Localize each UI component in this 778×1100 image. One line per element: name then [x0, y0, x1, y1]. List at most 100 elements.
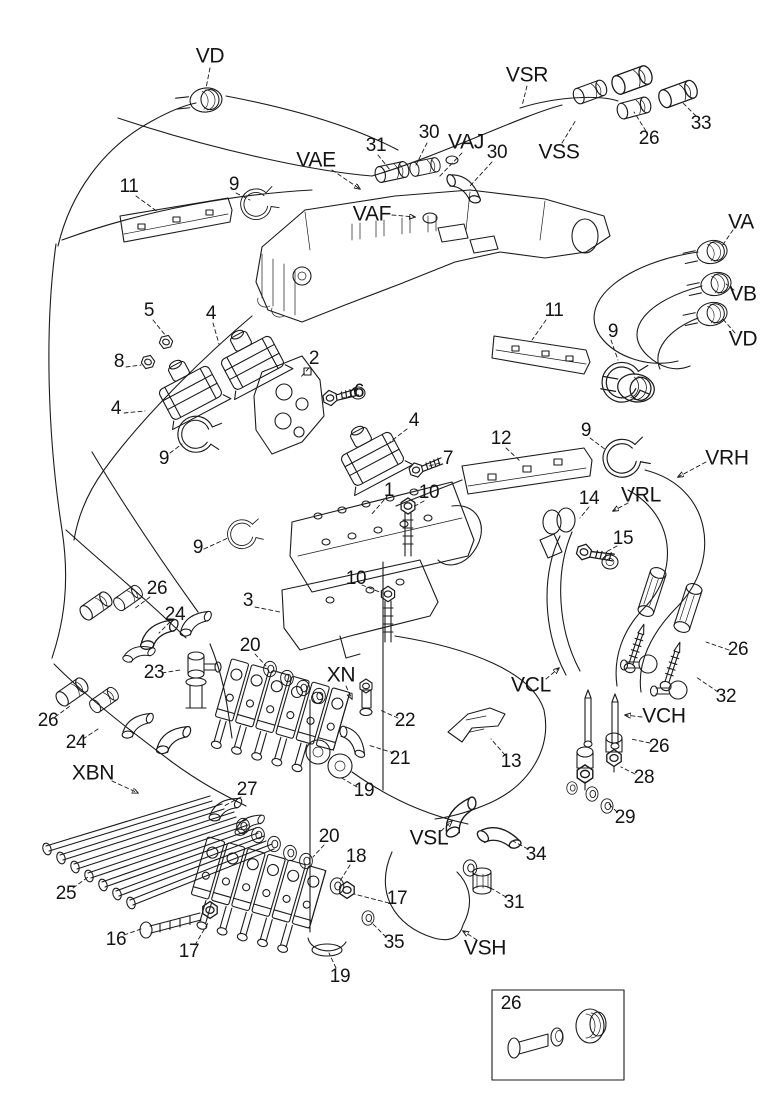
vae-vaj-fittings	[373, 155, 482, 207]
part-label-9: 9	[229, 174, 239, 195]
part-label-17: 17	[387, 888, 408, 909]
part-label-28: 28	[634, 767, 655, 788]
bracket-11-right	[491, 335, 591, 375]
vsl-vsh-parts	[438, 781, 578, 895]
part-label-29: 29	[615, 807, 636, 828]
part-label-VRL: VRL	[621, 484, 661, 507]
part-label-19: 19	[354, 780, 375, 801]
valve-cover	[255, 189, 611, 323]
part-label-6: 6	[354, 381, 364, 402]
part-label-8: 8	[114, 351, 124, 372]
bolt-7	[408, 456, 444, 479]
part-label-VAE: VAE	[296, 149, 336, 172]
part-label-26: 26	[147, 578, 168, 599]
fitting-14	[539, 507, 576, 559]
part-label-20: 20	[240, 635, 261, 656]
manifold-bottom	[139, 836, 375, 957]
part-label-14: 14	[579, 488, 600, 509]
part-label-10: 10	[419, 482, 440, 503]
part-label-VSR: VSR	[506, 64, 548, 87]
part-label-11: 11	[119, 176, 138, 197]
tee-23	[185, 651, 222, 709]
part-label-27: 27	[237, 779, 258, 800]
part-label-4: 4	[206, 303, 217, 324]
bolt-10-lower	[380, 585, 396, 643]
part-label-VA: VA	[728, 211, 754, 234]
bolt-15	[575, 542, 619, 570]
part-label-2: 2	[309, 348, 319, 369]
clamp-9-top	[237, 184, 281, 223]
clamp-9-bracket12	[600, 435, 653, 481]
part-label-24: 24	[165, 604, 186, 625]
part-label-13: 13	[501, 751, 522, 772]
ring-35	[361, 910, 375, 926]
part-label-4: 4	[111, 398, 122, 419]
part-label-VSL: VSL	[410, 827, 449, 850]
part-label-9: 9	[193, 537, 203, 558]
clamp-9-left	[173, 411, 227, 459]
ring-29a	[585, 786, 599, 802]
part-label-15: 15	[613, 528, 634, 549]
xbn-hose-bundle	[42, 790, 275, 910]
plate-2	[253, 355, 325, 455]
right-caps	[681, 237, 734, 332]
part-label-31: 31	[366, 135, 387, 156]
part-label-33: 33	[691, 113, 712, 134]
part-label-35: 35	[384, 932, 405, 953]
part-label-11: 11	[544, 300, 563, 321]
leader-lines	[54, 67, 736, 969]
sensor-28	[576, 746, 594, 791]
bracket-11-left	[119, 197, 233, 243]
part-label-VD: VD	[729, 328, 758, 351]
part-label-34: 34	[526, 844, 547, 865]
part-label-VSH: VSH	[464, 937, 506, 960]
part-label-26: 26	[649, 736, 670, 757]
bolt-6	[322, 386, 366, 406]
nut-17b	[339, 880, 355, 900]
part-label-XBN: XBN	[72, 762, 114, 785]
vch-tubes	[583, 689, 620, 750]
part-label-12: 12	[491, 428, 512, 449]
part-label-16: 16	[106, 929, 127, 950]
part-label-17: 17	[179, 941, 200, 962]
part-label-7: 7	[443, 448, 453, 469]
part-label-VB: VB	[729, 283, 756, 306]
part-label-31: 31	[504, 892, 525, 913]
part-label-VD: VD	[196, 45, 225, 68]
bolt-16	[139, 912, 202, 939]
part-label-30: 30	[487, 142, 508, 163]
part-label-26: 26	[728, 639, 749, 660]
left-valve-assembly	[139, 315, 294, 431]
part-label-VRH: VRH	[705, 447, 748, 470]
part-label-VCH: VCH	[642, 705, 685, 728]
manifold-xn	[209, 658, 373, 779]
part-label-3: 3	[243, 590, 253, 611]
hose-runs	[48, 95, 706, 941]
part-label-22: 22	[395, 710, 416, 731]
right-fitting-columns	[619, 567, 703, 700]
part-label-26: 26	[501, 993, 522, 1014]
part-label-VCL: VCL	[511, 674, 551, 697]
part-label-26: 26	[639, 128, 660, 149]
part-label-9: 9	[581, 420, 591, 441]
elbow-34	[473, 813, 525, 864]
part-label-21: 21	[390, 748, 411, 769]
sensor-26-right	[605, 732, 623, 773]
ring-18	[329, 877, 345, 895]
part-label-VAJ: VAJ	[448, 131, 484, 154]
end-cap-19	[307, 937, 347, 957]
part-label-30: 30	[419, 122, 440, 143]
part-label-23: 23	[144, 662, 165, 683]
part-label-19: 19	[330, 966, 351, 987]
bracket-12	[461, 447, 593, 495]
clamp-9-mid	[225, 517, 265, 551]
part-label-9: 9	[608, 321, 618, 342]
bolt-10-upper	[400, 497, 416, 557]
bracket-13	[447, 707, 506, 743]
part-label-20: 20	[319, 826, 340, 847]
fitting-22	[359, 678, 373, 717]
center-valve-4	[326, 411, 414, 497]
ring-31-bottom	[472, 867, 492, 895]
